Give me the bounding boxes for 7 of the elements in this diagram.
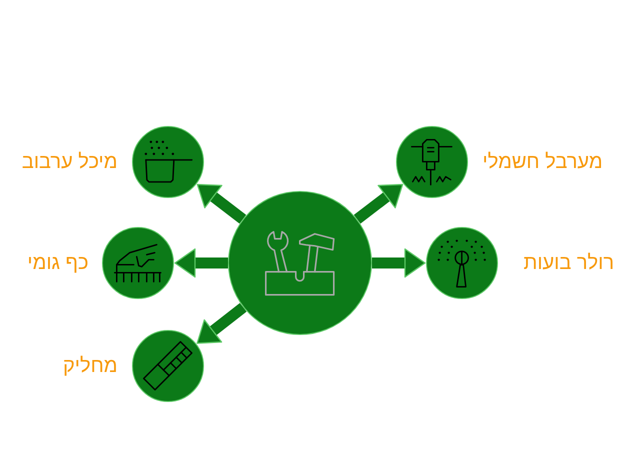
item-label: מחליק — [63, 354, 118, 378]
item-label: רולר בועות — [524, 250, 614, 274]
item-label: כף גומי — [27, 250, 88, 274]
item-label: מערבל חשמלי — [482, 150, 603, 174]
item-label: מיכל ערבוב — [22, 150, 118, 174]
arrow — [174, 248, 228, 278]
arrow — [372, 248, 426, 278]
